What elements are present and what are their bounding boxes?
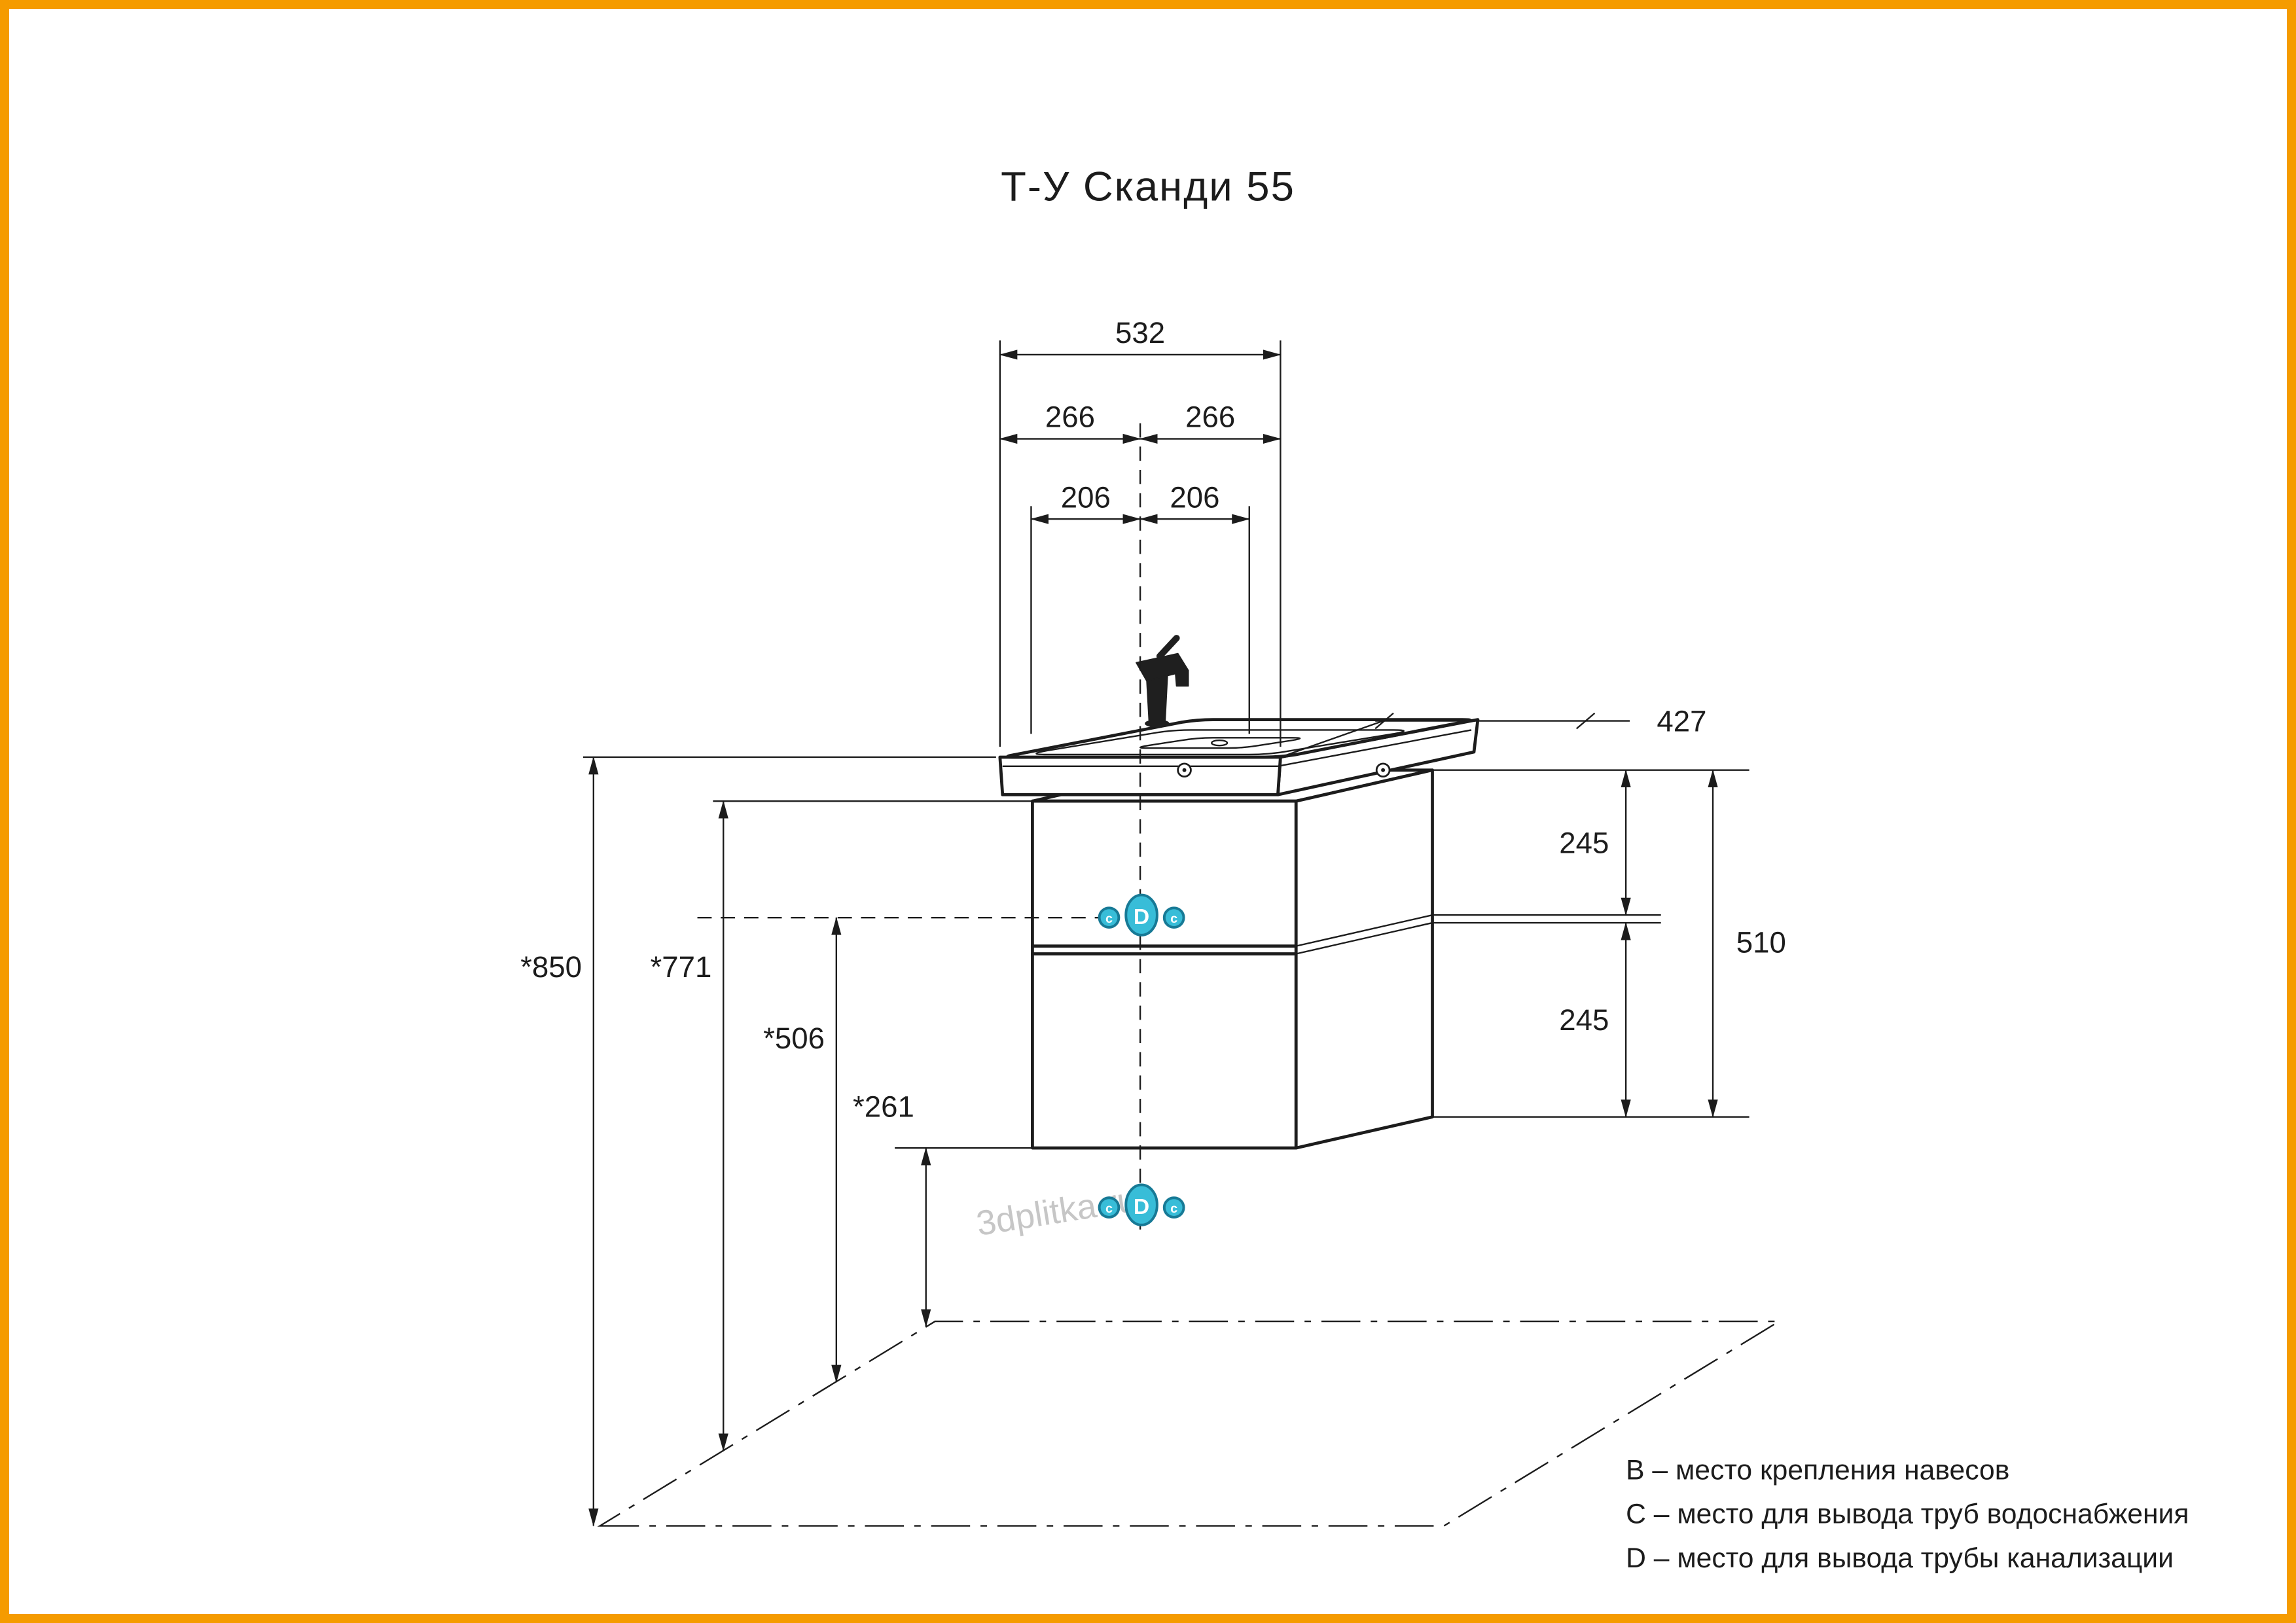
floor-outline	[597, 1320, 1782, 1527]
dimension-left-stack: *850 *771 *506 *261	[520, 756, 1104, 1527]
basin-side-lip-line	[1278, 729, 1472, 767]
legend-item-c: C – место для вывода труб водоснабжения	[1626, 1499, 2189, 1530]
b-marker-dot	[1381, 768, 1386, 772]
d-marker-label: D	[1134, 1195, 1149, 1219]
dim-label-206-left: 206	[1061, 480, 1111, 514]
page-title: Т-У Сканди 55	[1001, 164, 1295, 210]
dimension-266-266: 266 266	[999, 401, 1282, 444]
technical-drawing: Т-У Сканди 55 3dplitka.ru	[520, 164, 2189, 1574]
cabinet-side-face	[1294, 768, 1434, 1150]
dim-label-532: 532	[1115, 316, 1165, 349]
drawer-divider-side-line-2	[1295, 921, 1433, 955]
b-marker-dot	[1182, 768, 1187, 772]
c-marker-label: c	[1170, 1202, 1177, 1216]
dim-label-245-top: 245	[1559, 826, 1609, 859]
dimension-206-206: 206 206	[1030, 480, 1250, 734]
faucet-lever	[1156, 635, 1180, 660]
d-marker-label: D	[1134, 905, 1149, 929]
d-drain-marker	[1124, 1183, 1158, 1226]
dim-label-506: *506	[763, 1022, 825, 1055]
dim-label-850: *850	[520, 950, 582, 984]
extension-line	[1280, 720, 1384, 758]
legend: B – место крепления навесов C – место дл…	[1626, 1454, 2189, 1573]
dim-label-266-right: 266	[1185, 401, 1235, 434]
pipe-markers-upper: c D c	[1098, 893, 1185, 936]
dim-label-771: *771	[650, 950, 711, 984]
pipe-markers-lower: c D c	[1098, 1183, 1185, 1226]
b-mounting-markers	[1177, 762, 1391, 777]
dim-label-261: *261	[853, 1090, 914, 1124]
dimension-427: 427	[1280, 704, 1707, 758]
basin-bowl-bottom	[1139, 737, 1301, 749]
drain-hole	[1211, 740, 1229, 747]
dim-label-427: 427	[1657, 704, 1706, 738]
dim-label-266-left: 266	[1045, 401, 1095, 434]
legend-item-d: D – место для вывода трубы канализации	[1626, 1543, 2174, 1574]
vanity-cabinet	[1031, 768, 1434, 1150]
dimension-532: 532	[999, 316, 1282, 747]
c-marker-label: c	[1105, 1202, 1113, 1216]
basin-inner-rim	[1035, 729, 1405, 756]
faucet	[1136, 635, 1189, 728]
dimension-right-stack: 245 245 510	[1432, 769, 1786, 1118]
dim-label-206-right: 206	[1170, 480, 1219, 514]
legend-item-b: B – место крепления навесов	[1626, 1454, 2009, 1486]
c-marker-label: c	[1105, 912, 1113, 926]
c-water-marker	[1098, 906, 1121, 929]
drawer-divider-side-line-1	[1295, 914, 1433, 947]
tick-mark	[1374, 712, 1394, 730]
dim-label-245-bottom: 245	[1559, 1003, 1609, 1037]
tick-mark	[1575, 712, 1596, 730]
faucet-body	[1146, 673, 1168, 726]
cabinet-front-face	[1031, 799, 1298, 1150]
d-drain-marker	[1124, 893, 1158, 936]
c-water-marker	[1162, 1196, 1185, 1219]
dim-label-510: 510	[1736, 926, 1786, 959]
c-marker-label: c	[1170, 912, 1177, 926]
faucet-spout	[1174, 669, 1189, 687]
c-water-marker	[1162, 906, 1185, 929]
c-water-marker	[1098, 1196, 1121, 1219]
